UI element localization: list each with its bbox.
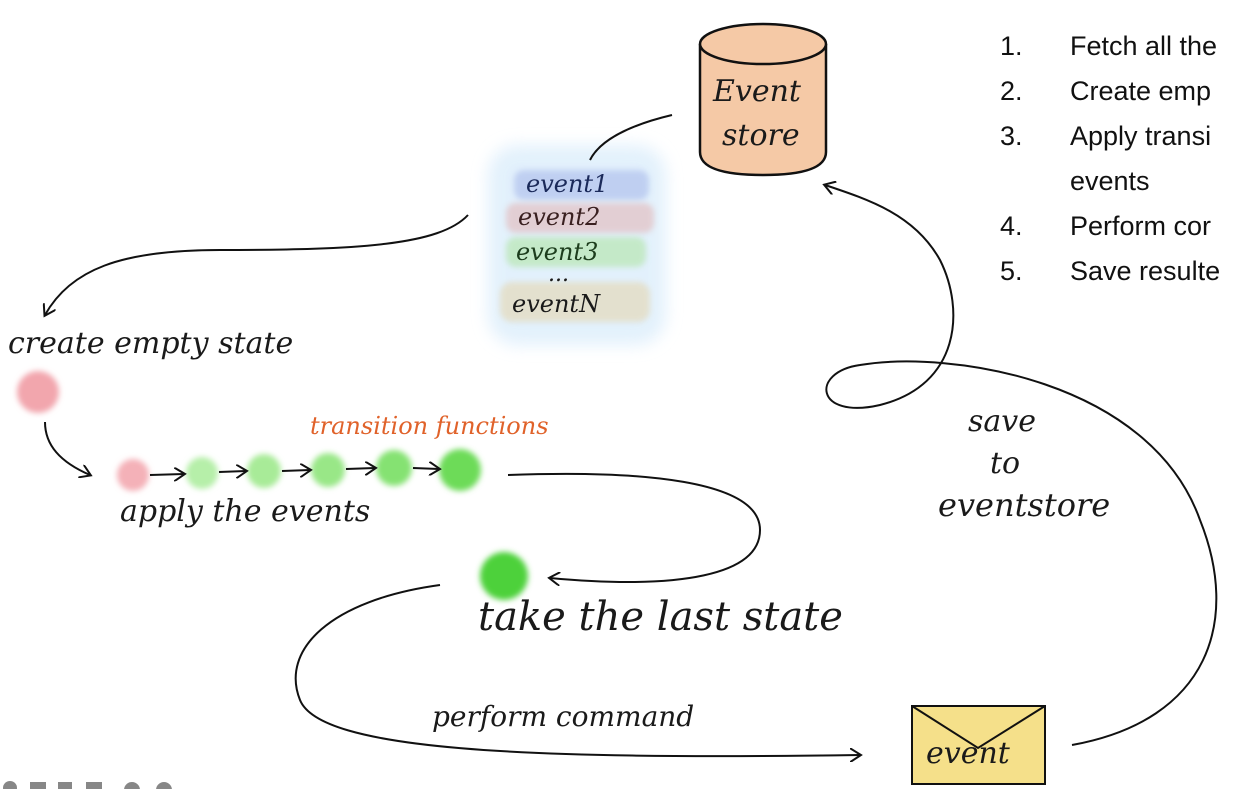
last-state-circle [480,552,528,600]
event-item-1: event1 [526,170,609,198]
state-circle-2 [247,454,281,488]
step-number: 2. [1000,76,1023,106]
store-label-line2: store [722,118,800,153]
event-store-cylinder [698,22,828,177]
step-text: Create emp [1070,76,1212,106]
event1-highlight [514,170,649,200]
player-controls [3,781,172,789]
perform-command-arrow [294,584,860,756]
step-number: 4. [1000,211,1023,241]
eventN-highlight [500,282,650,322]
event-item-n: eventN [512,290,601,318]
empty-to-apply-arrow [44,421,90,475]
event2-highlight [506,203,654,233]
state-circle-3 [311,453,345,487]
state-circle-5 [439,449,481,491]
chain-arrows [149,468,439,475]
create-empty-state-label: create empty state [8,326,294,361]
event-envelope [911,705,1046,785]
step-1: 1. Fetch all the [1000,24,1245,69]
state-circle-1 [186,457,218,489]
perform-command-label: perform command [432,700,695,733]
state-circle-0 [117,459,149,491]
step-text: Perform cor [1070,211,1212,241]
step-number: 3. [1000,121,1023,151]
empty-state-circle [17,371,59,413]
step-number: 1. [1000,31,1023,61]
step-number: 5. [1000,256,1023,286]
list-to-empty-arrow [45,214,469,315]
save-loop-arrow [825,185,1218,746]
store-label-line1: Event [713,74,801,109]
transition-functions-label: transition functions [310,412,549,440]
store-to-list-line [589,114,673,161]
step-4: 4. Perform cor [1000,204,1245,249]
event-item-2: event2 [518,203,601,231]
save-label-line3: eventstore [938,486,1111,524]
save-label-line2: to [990,446,1021,481]
envelope-label: event [926,736,1010,771]
step-text: Save resulte [1070,256,1221,286]
step-text: Fetch all the [1070,31,1218,61]
apply-events-label: apply the events [120,494,371,529]
take-last-state-label: take the last state [478,594,843,640]
step-text: Apply transi events [1070,121,1212,196]
apply-to-last-arrow [507,472,762,582]
event-item-ellipsis: ... [548,262,569,287]
save-label-line1: save [968,404,1036,439]
step-5: 5. Save resulte [1000,249,1245,294]
step-2: 2. Create emp [1000,69,1245,114]
state-circle-4 [376,450,412,486]
event-item-3: event3 [516,238,599,266]
step-3: 3. Apply transi events [1000,114,1245,204]
event3-highlight [506,237,646,267]
steps-list: 1. Fetch all the 2. Create emp 3. Apply … [1000,24,1245,294]
